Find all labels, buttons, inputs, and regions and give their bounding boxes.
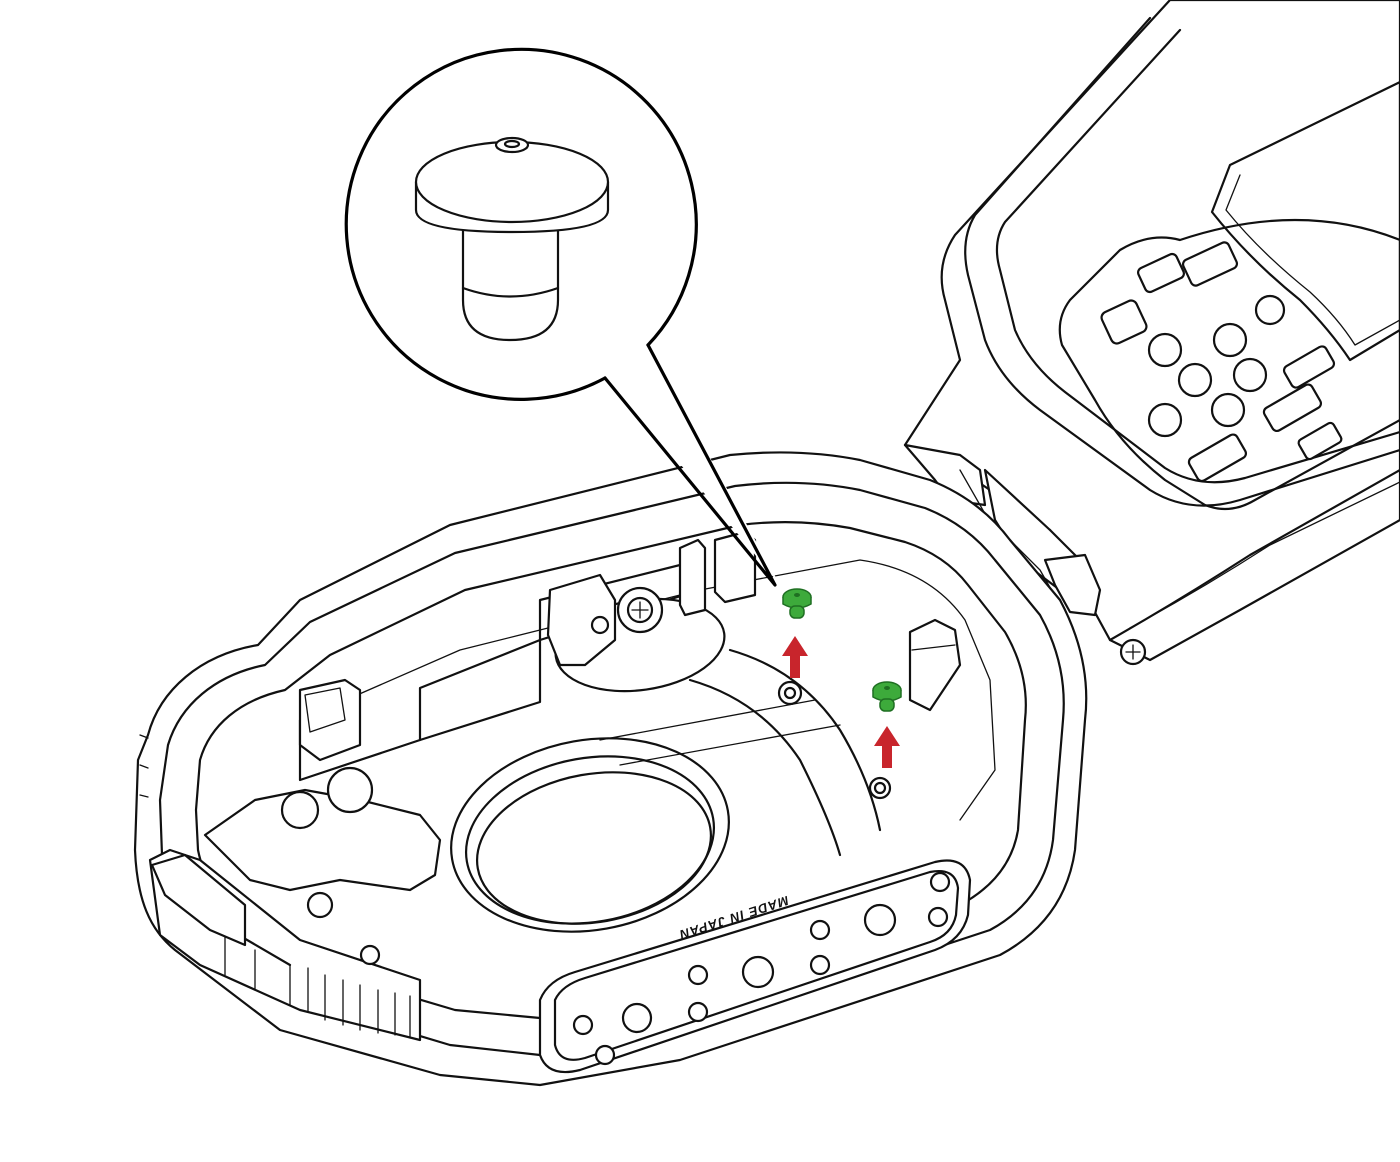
- rubber-plug-2: [872, 681, 902, 712]
- rubber-plug-1: [782, 588, 812, 619]
- arrow-up-icon: [782, 636, 808, 678]
- front-control-bar: MADE IN JAPAN: [538, 859, 972, 1074]
- rubber-plug-icon: [414, 136, 610, 342]
- housing-lid: [903, 0, 1400, 666]
- mode-dial-mechanism: [203, 678, 442, 966]
- arrow-up-icon: [874, 726, 900, 768]
- shutter-mechanism: [546, 573, 726, 693]
- lid-buttons: [1100, 241, 1343, 483]
- lens-port: [450, 737, 730, 933]
- housing-body: MADE IN JAPAN: [133, 451, 1088, 1087]
